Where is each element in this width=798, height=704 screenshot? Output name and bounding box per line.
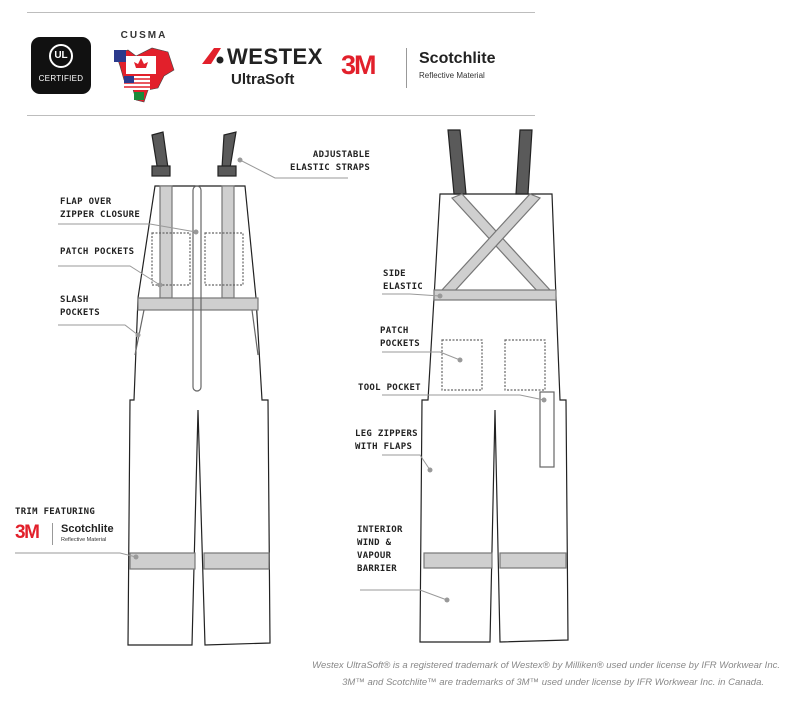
scotchlite-sub: Reflective Material: [419, 71, 485, 80]
back-view-overalls: [419, 129, 569, 643]
label-trim-featuring: TRIM FEATURING: [15, 507, 96, 517]
ul-certified-text: CERTIFIED: [38, 74, 84, 83]
trim-scotchlite-sub: Reflective Material: [61, 537, 107, 543]
cusma-logo: CUSMA: [108, 30, 180, 106]
top-divider: [27, 12, 535, 13]
3m-brand: 3M: [341, 50, 376, 80]
westex-mark-icon: [202, 48, 224, 64]
label-patch-pockets-back: PATCH POCKETS: [380, 326, 421, 349]
cusma-text: CUSMA: [120, 30, 168, 41]
label-interior-barrier: INTERIOR WIND & VAPOUR BARRIER: [357, 525, 403, 574]
callout-dots: [133, 157, 547, 603]
footnote-3m: 3M™ and Scotchlite™ are trademarks of 3M…: [342, 677, 764, 688]
label-side-elastic: SIDE ELASTIC: [383, 269, 424, 292]
label-slash-pockets: SLASH POCKETS: [60, 295, 101, 318]
trim-logo-separator: [52, 523, 53, 545]
westex-sub: UltraSoft: [231, 71, 295, 88]
scotchlite-product: Scotchlite: [419, 50, 496, 67]
label-leg-zippers: LEG ZIPPERS WITH FLAPS: [355, 429, 418, 452]
footnote-westex: Westex UltraSoft® is a registered tradem…: [312, 660, 780, 671]
logo-divider: [27, 115, 535, 116]
trim-3m-brand: 3M: [15, 522, 40, 543]
label-patch-pockets-front: PATCH POCKETS: [60, 247, 135, 257]
westex-logo: WESTEX UltraSoft: [199, 44, 324, 94]
front-view-overalls: [127, 131, 271, 646]
callout-lines: [15, 159, 545, 601]
label-flap-over-zipper: FLAP OVER ZIPPER CLOSURE: [60, 197, 141, 220]
westex-brand: WESTEX: [227, 44, 323, 69]
trim-scotchlite: Scotchlite: [61, 523, 114, 535]
north-america-map-icon: [114, 47, 175, 103]
logo-separator: [406, 48, 407, 88]
ul-mark: UL: [49, 44, 73, 68]
label-adjustable-elastic-straps: ADJUSTABLE ELASTIC STRAPS: [290, 150, 371, 173]
label-tool-pocket: TOOL POCKET: [358, 383, 421, 393]
ul-certified-logo: UL CERTIFIED: [31, 37, 91, 94]
3m-scotchlite-logo: 3M Scotchlite Reflective Material: [333, 46, 533, 90]
trim-3m-logo: 3M Scotchlite Reflective Material: [15, 522, 125, 548]
